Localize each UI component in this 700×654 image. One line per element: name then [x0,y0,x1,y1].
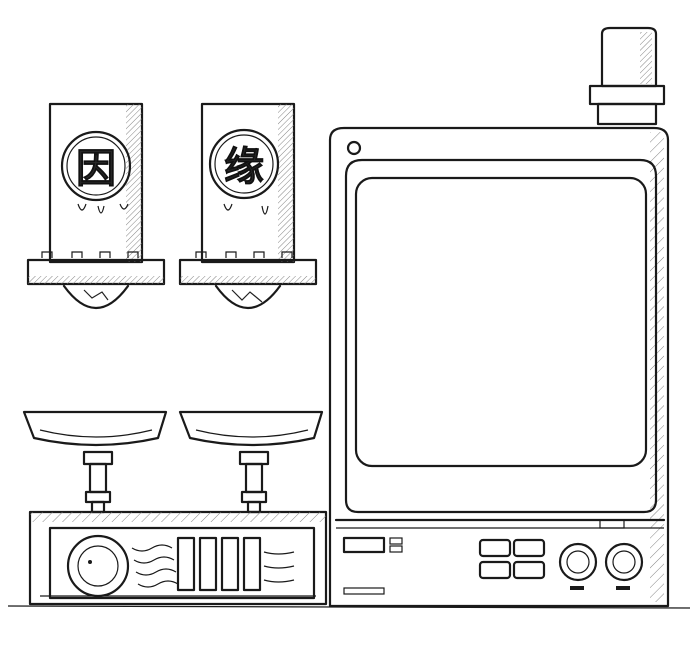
scale-pan-left[interactable] [22,410,168,447]
control-button[interactable] [512,560,546,580]
input-slot[interactable] [342,536,386,554]
scale-post-left [82,450,114,514]
seal-weight-icon: 因 [60,130,132,202]
knob-right[interactable] [604,542,644,582]
weight-glyph-left: 因 [76,146,116,192]
monitor-screen[interactable] [354,176,648,468]
scale-base [28,510,328,606]
control-button[interactable] [512,538,546,558]
weight-glyph-right: 缘 [224,144,264,190]
control-button-grid [478,538,546,580]
balance-scale [22,410,328,606]
power-led-icon [346,140,362,156]
motor-gear-icon [66,534,130,598]
control-button[interactable] [478,538,512,558]
control-button[interactable] [478,560,512,580]
scale-post-right [238,450,270,514]
hanging-weight-right[interactable]: 缘 [178,102,318,310]
scale-pan-right[interactable] [178,410,324,447]
knob-left[interactable] [558,542,598,582]
beacon-light-icon[interactable] [588,26,666,126]
hanging-weight-left[interactable]: 因 [26,102,166,310]
seal-weight-icon: 缘 [208,128,280,200]
crt-monitor [328,26,670,608]
